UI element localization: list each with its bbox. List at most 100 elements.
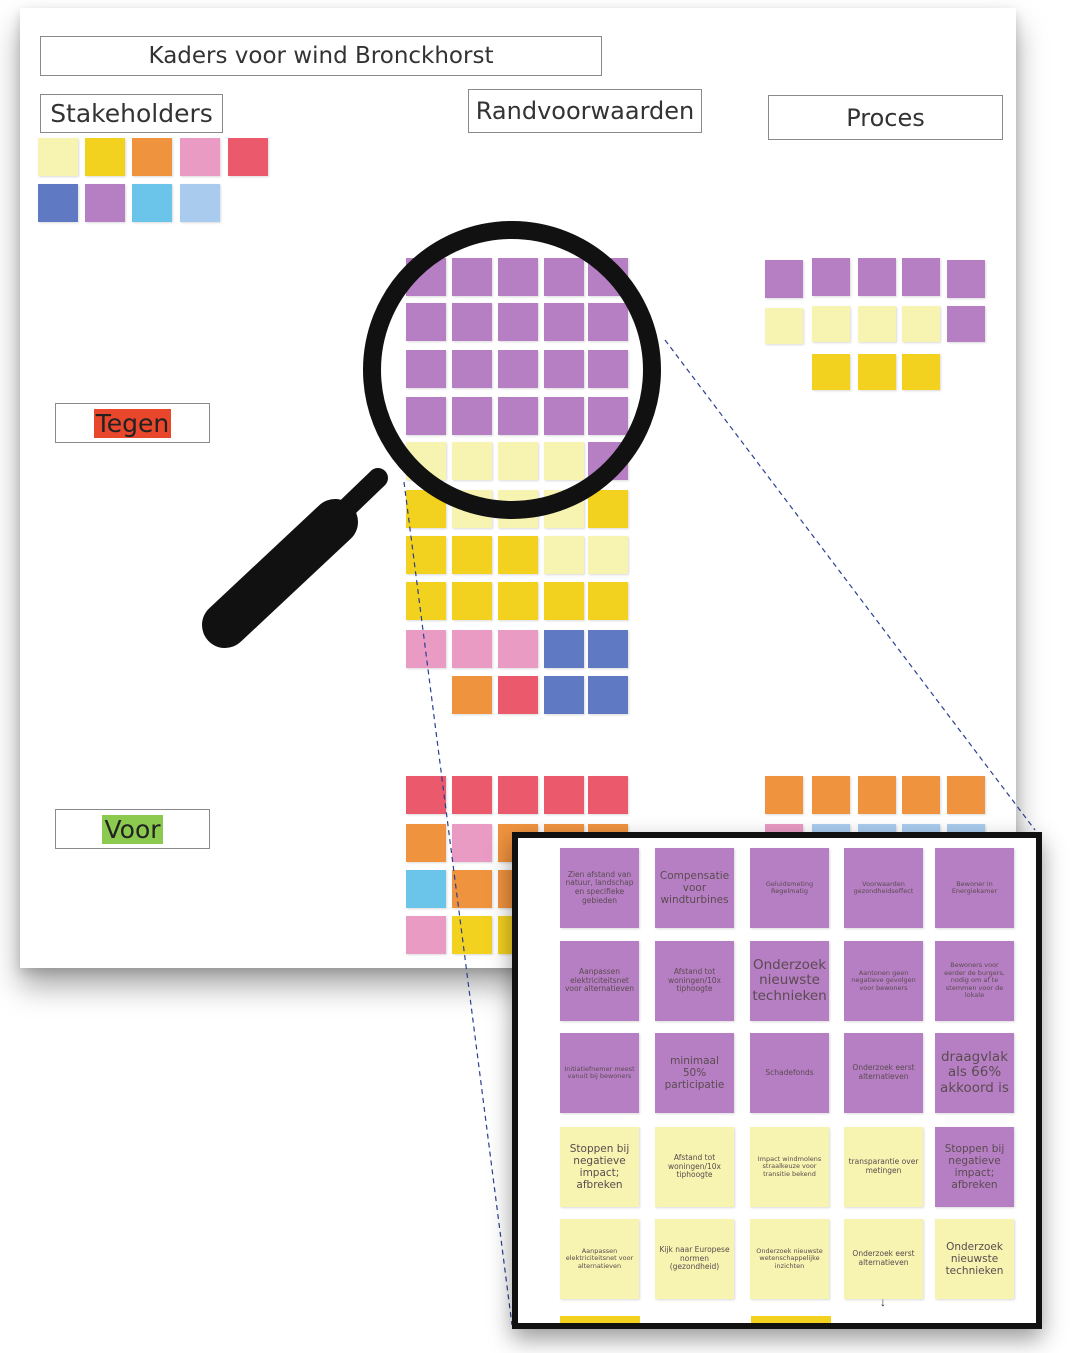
sticky-note (544, 258, 584, 296)
sticky-note (180, 138, 220, 176)
sticky-note (765, 308, 803, 344)
sticky-note (588, 630, 628, 668)
sticky-note (544, 490, 584, 528)
sticky-note (947, 306, 985, 342)
sticky-note (947, 776, 985, 814)
sticky-note (544, 630, 584, 668)
sticky-note (812, 258, 850, 296)
sticky-note (498, 397, 538, 435)
sticky-note (498, 442, 538, 480)
zoom-sticky-note: Zien afstand van natuur, landschap en sp… (560, 848, 639, 928)
sticky-note (858, 776, 896, 814)
sticky-note (406, 258, 446, 296)
sticky-note (588, 397, 628, 435)
sticky-note (902, 306, 940, 342)
sticky-note (588, 536, 628, 574)
sticky-note (498, 490, 538, 528)
sticky-note (452, 397, 492, 435)
sticky-note (406, 582, 446, 620)
sticky-note (544, 536, 584, 574)
zoom-sticky-note: Onderzoek eerst alternatieven (844, 1033, 923, 1113)
voor-label-text: Voor (102, 814, 163, 844)
zoom-sticky-note: Afstand tot woningen/10x tiphoogte (655, 1127, 734, 1207)
sticky-note (498, 536, 538, 574)
zoom-sticky-note: Bewoner in Energiekamer (935, 848, 1014, 928)
sticky-note (406, 442, 446, 480)
sticky-note (498, 350, 538, 388)
randvoorwaarden-header: Randvoorwaarden (468, 89, 702, 133)
sticky-note (452, 630, 492, 668)
sticky-note (498, 630, 538, 668)
sticky-note (588, 776, 628, 814)
zoom-sticky-note: transparantie over metingen (844, 1127, 923, 1207)
sticky-note (588, 303, 628, 341)
sticky-note (588, 582, 628, 620)
zoom-detail-panel: Zien afstand van natuur, landschap en sp… (512, 832, 1042, 1329)
sticky-note (902, 258, 940, 296)
zoom-sticky-note: Aanpassen elektriciteitsnet voor alterna… (560, 941, 639, 1021)
sticky-note (406, 824, 446, 862)
zoom-sticky-note: Bewoners voor eerder de burgers, nodig o… (935, 941, 1014, 1021)
sticky-note (544, 776, 584, 814)
sticky-note (858, 258, 896, 296)
sticky-note (498, 776, 538, 814)
sticky-note (498, 303, 538, 341)
sticky-note (452, 303, 492, 341)
sticky-note (858, 306, 896, 342)
sticky-note (38, 138, 78, 176)
board-title: Kaders voor wind Bronckhorst (40, 36, 602, 76)
tegen-label-text: Tegen (93, 408, 172, 438)
sticky-note (452, 776, 492, 814)
zoom-sticky-note: minimaal 50% participatie (655, 1033, 734, 1113)
sticky-note (406, 916, 446, 954)
sticky-note (406, 776, 446, 814)
whiteboard: Kaders voor wind Bronckhorst Stakeholder… (20, 8, 1016, 968)
sticky-note (498, 676, 538, 714)
sticky-note (452, 916, 492, 954)
zoom-sticky-note: Onderzoek nieuwste wetenschappelijke inz… (750, 1219, 829, 1299)
zoom-sticky-note: Aantonen geen negatieve gevolgen voor be… (844, 941, 923, 1021)
sticky-note (228, 138, 268, 176)
sticky-note (406, 397, 446, 435)
proces-header: Proces (768, 95, 1003, 140)
zoom-partial-row (751, 1316, 831, 1323)
sticky-note (544, 676, 584, 714)
zoom-sticky-note: Afstand tot woningen/10x tiphoogte (655, 941, 734, 1021)
zoom-sticky-note: Compensatie voor windturbines (655, 848, 734, 928)
sticky-note (452, 870, 492, 908)
sticky-note (812, 354, 850, 390)
sticky-note (588, 490, 628, 528)
sticky-note (588, 258, 628, 296)
sticky-note (544, 582, 584, 620)
sticky-note (812, 776, 850, 814)
sticky-note (406, 490, 446, 528)
sticky-note (544, 397, 584, 435)
voor-row-label: Voor (55, 809, 210, 849)
sticky-note (406, 870, 446, 908)
sticky-note (902, 776, 940, 814)
tegen-row-label: Tegen (55, 403, 210, 443)
zoom-sticky-note: Initiatiefnemer meest vanuit bij bewoner… (560, 1033, 639, 1113)
sticky-note (452, 350, 492, 388)
sticky-note (765, 776, 803, 814)
sticky-note (452, 824, 492, 862)
sticky-note (544, 442, 584, 480)
sticky-note (406, 350, 446, 388)
sticky-note (406, 630, 446, 668)
sticky-note (452, 442, 492, 480)
sticky-note (132, 184, 172, 222)
stakeholders-header: Stakeholders (40, 94, 223, 133)
zoom-sticky-note: Voorwaarden gezondheidseffect (844, 848, 923, 928)
zoom-sticky-note: Stoppen bij negatieve impact; afbreken (935, 1127, 1014, 1207)
sticky-note (588, 442, 628, 480)
sticky-note (544, 350, 584, 388)
zoom-sticky-note: Kijk naar Europese normen (gezondheid) (655, 1219, 734, 1299)
sticky-note (544, 303, 584, 341)
sticky-note (858, 354, 896, 390)
sticky-note (902, 354, 940, 390)
sticky-note (406, 303, 446, 341)
sticky-note (588, 676, 628, 714)
sticky-note (85, 138, 125, 176)
sticky-note (452, 258, 492, 296)
zoom-sticky-note: Onderzoek nieuwste technieken (750, 941, 829, 1021)
